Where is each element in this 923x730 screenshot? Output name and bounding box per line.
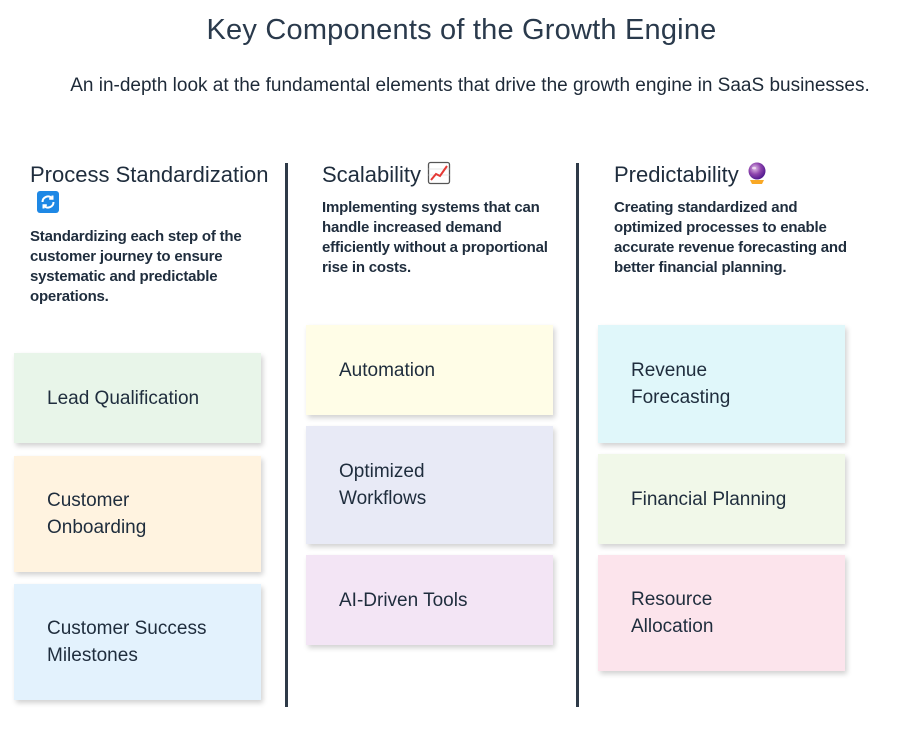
card-ai-driven-tools: AI-Driven Tools	[306, 555, 553, 645]
diagram-subtitle: An in-depth look at the fundamental elem…	[70, 75, 870, 96]
card-lead-qualification: Lead Qualification	[14, 353, 261, 443]
card-label: Customer Onboarding	[47, 490, 147, 538]
card-label: Revenue Forecasting	[631, 360, 731, 408]
card-label: Lead Qualification	[47, 387, 200, 409]
card-automation: Automation	[306, 325, 553, 415]
card-label: Automation	[339, 359, 436, 381]
column-heading-text: Process Standardization	[30, 162, 269, 187]
column-heading: Predictability	[614, 160, 864, 192]
card-financial-planning: Financial Planning	[598, 454, 845, 544]
column-description: Standardizing each step of the customer …	[30, 228, 242, 305]
card-label: AI-Driven Tools	[339, 589, 468, 611]
column-process-standardization: Process Standardization Standardizing ea…	[30, 160, 270, 307]
card-customer-success-milestones: Customer Success Milestones	[14, 584, 261, 700]
card-label: Customer Success Milestones	[47, 618, 207, 666]
column-description: Creating standardized and optimized proc…	[614, 199, 847, 276]
column-description: Implementing systems that can handle inc…	[322, 199, 548, 276]
card-label: Financial Planning	[631, 488, 787, 510]
chart-increasing-icon	[427, 161, 451, 192]
card-label: Optimized Workflows	[339, 461, 427, 509]
card-optimized-workflows: Optimized Workflows	[306, 426, 553, 544]
crystal-ball-icon	[745, 161, 769, 192]
card-label: Resource Allocation	[631, 589, 714, 637]
diagram-title: Key Components of the Growth Engine	[206, 14, 717, 46]
column-divider-2	[576, 163, 579, 707]
column-heading: Scalability	[322, 160, 568, 192]
column-divider-1	[285, 163, 288, 707]
card-resource-allocation: Resource Allocation	[598, 555, 845, 671]
column-scalability: Scalability Implementing systems that ca…	[322, 160, 568, 278]
column-heading-text: Predictability	[614, 162, 739, 187]
column-heading: Process Standardization	[30, 160, 270, 221]
card-revenue-forecasting: Revenue Forecasting	[598, 325, 845, 443]
card-customer-onboarding: Customer Onboarding	[14, 456, 261, 572]
refresh-icon	[36, 190, 60, 221]
column-predictability: Predictability Creating standardized and…	[614, 160, 864, 278]
column-heading-text: Scalability	[322, 162, 422, 187]
